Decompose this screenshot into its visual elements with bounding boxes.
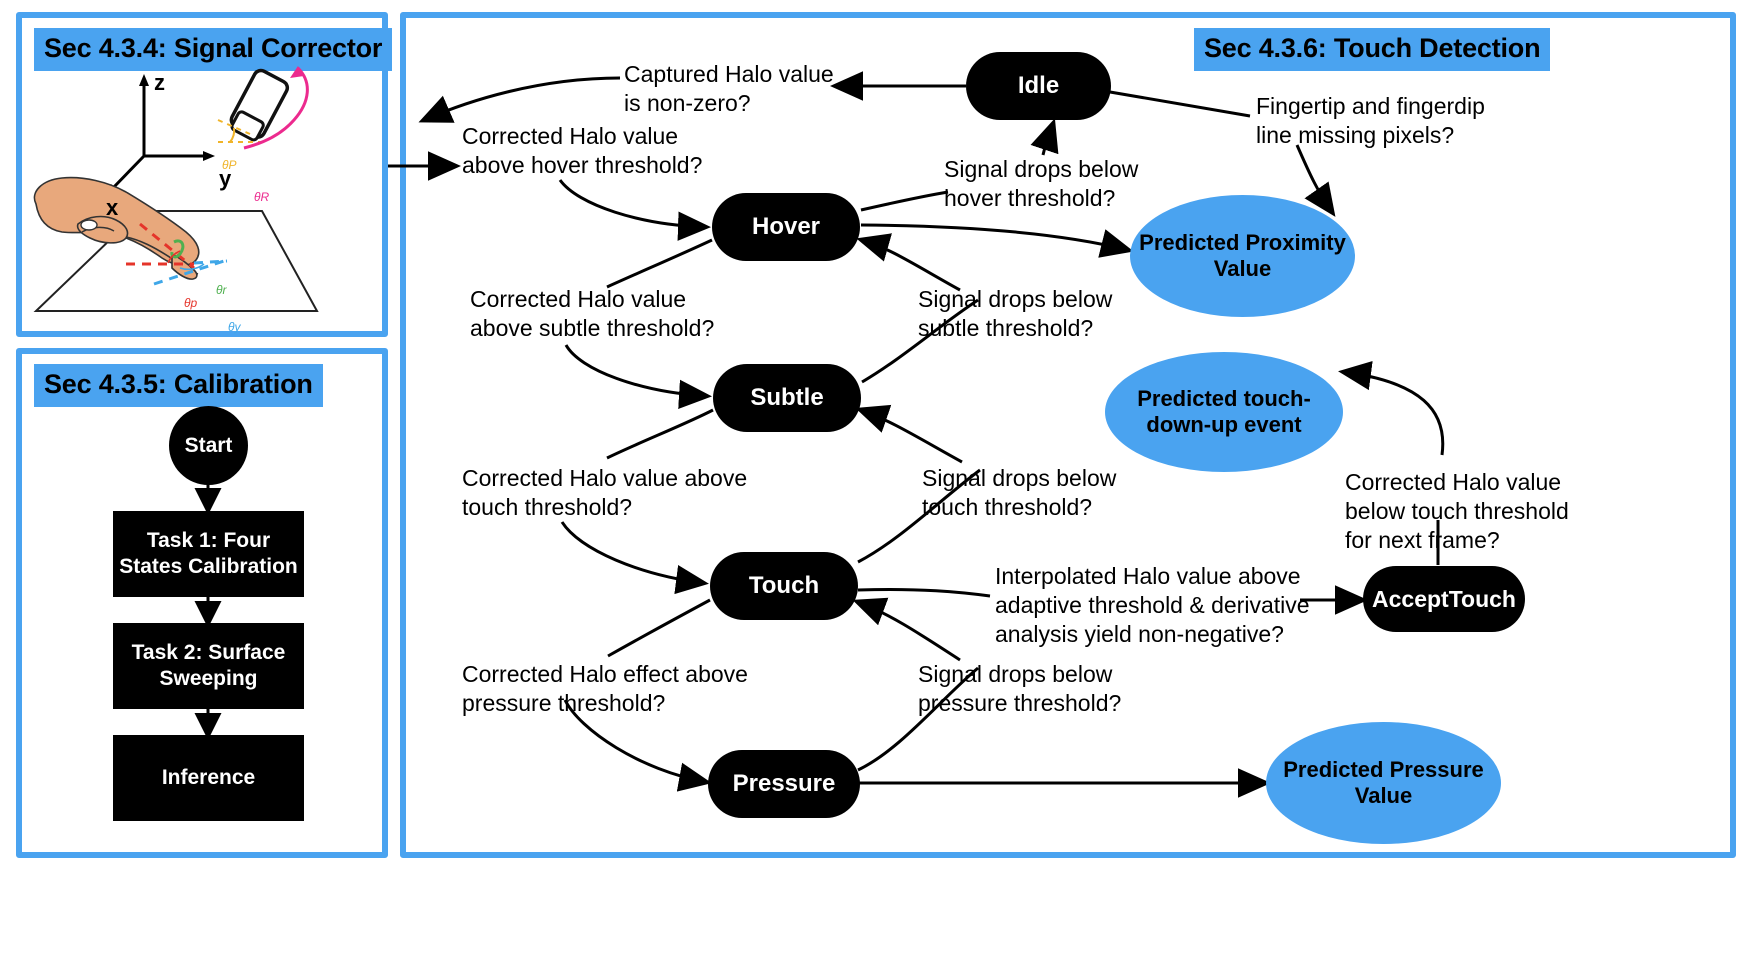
panel-touch-detection-title: Sec 4.3.6: Touch Detection	[1194, 28, 1551, 71]
calibration-node-inference[interactable]: Inference	[113, 735, 304, 821]
state-node-hover[interactable]: Hover	[712, 193, 860, 261]
edge-label-corrected-above-subtle: Corrected Halo value above subtle thresh…	[470, 286, 715, 341]
edge-label-drops-below-subtle: Signal drops below subtle threshold?	[918, 286, 1113, 341]
angle-label-roll-phone: θR	[254, 190, 270, 204]
axis-label-y: y	[219, 166, 232, 191]
edge-label-fingertip-missing: Fingertip and fingerdip line missing pix…	[1256, 93, 1485, 148]
edge-label-captured-nonzero: Captured Halo value is non-zero?	[624, 61, 834, 116]
edge-label-corrected-above-touch: Corrected Halo value above touch thresho…	[462, 465, 748, 520]
panel-calibration: Sec 4.3.5: Calibration Start Task 1: Fou…	[16, 348, 388, 858]
calibration-node-task2[interactable]: Task 2: Surface Sweeping	[113, 623, 304, 709]
state-node-touch[interactable]: Touch	[710, 552, 858, 620]
panel-calibration-title: Sec 4.3.5: Calibration	[34, 364, 323, 407]
angle-label-pitch-phone: θP	[222, 158, 237, 172]
state-node-pressure[interactable]: Pressure	[708, 750, 860, 818]
edge-label-drops-below-hover: Signal drops below hover threshold?	[944, 156, 1139, 211]
calibration-node-start[interactable]: Start	[169, 406, 248, 485]
output-predicted-touch-event[interactable]: Predicted touch- down-up event	[1105, 352, 1343, 472]
calibration-node-task1[interactable]: Task 1: Four States Calibration	[113, 511, 304, 597]
edge-label-interpolated-adaptive: Interpolated Halo value above adaptive t…	[995, 563, 1310, 647]
axis-label-z: z	[154, 70, 165, 95]
panel-signal-corrector: Sec 4.3.4: Signal Corrector	[16, 12, 393, 337]
output-predicted-pressure-value[interactable]: Predicted Pressure Value	[1266, 722, 1501, 844]
edge-label-drops-below-touch: Signal drops below touch threshold?	[922, 465, 1117, 520]
edge-label-corrected-below-touch-next: Corrected Halo value below touch thresho…	[1345, 469, 1569, 553]
state-node-idle[interactable]: Idle	[966, 52, 1111, 120]
state-node-accept-touch[interactable]: AcceptTouch	[1363, 566, 1525, 632]
panel-signal-corrector-title: Sec 4.3.4: Signal Corrector	[34, 28, 393, 71]
output-predicted-proximity-value[interactable]: Predicted Proximity Value	[1130, 195, 1355, 317]
state-node-subtle[interactable]: Subtle	[713, 364, 861, 432]
angle-label-r: θr	[216, 283, 227, 297]
edge-label-corrected-above-hover: Corrected Halo value above hover thresho…	[462, 123, 703, 178]
edge-label-drops-below-pressure: Signal drops below pressure threshold?	[918, 661, 1122, 716]
angle-label-y: θy	[228, 320, 241, 334]
axis-label-x: x	[106, 195, 119, 220]
edge-label-corrected-above-pressure: Corrected Halo effect above pressure thr…	[462, 661, 748, 716]
angle-label-p: θp	[184, 296, 198, 310]
signal-corrector-illustration	[33, 66, 319, 312]
